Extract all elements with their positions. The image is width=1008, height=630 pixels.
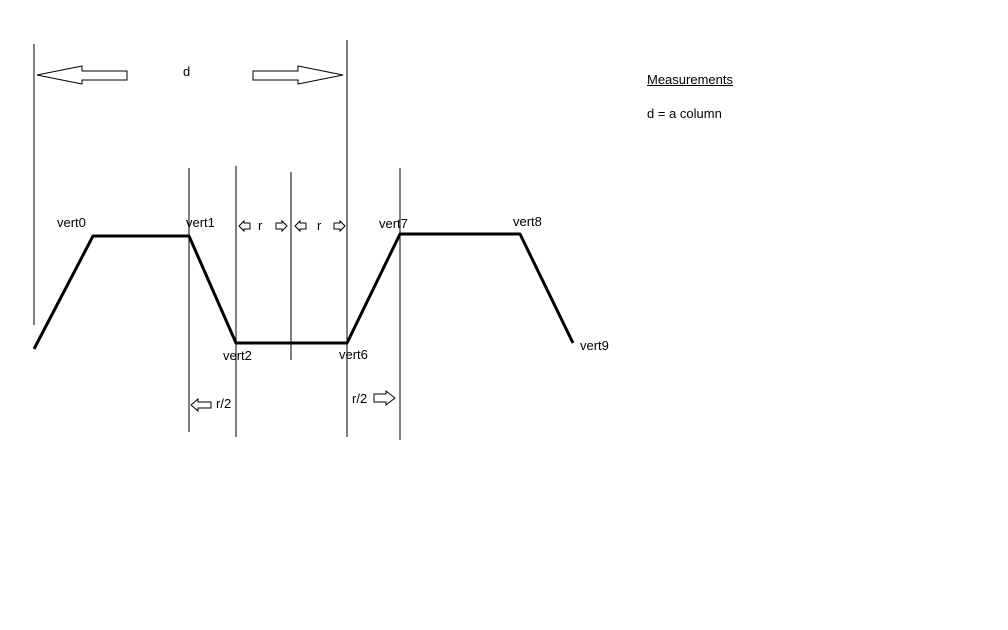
dimension-label-d: d: [183, 64, 190, 79]
half-arrow-left-icon: [190, 397, 212, 413]
legend-entry: d = a column: [647, 106, 722, 121]
measurements-legend: Measurements d = a column: [647, 72, 733, 121]
vertex-label-vert7: vert7: [379, 216, 408, 231]
arrow-left-icon: [36, 65, 128, 85]
small-arrow-right-icon: [275, 219, 288, 233]
spacing-label-r: r: [317, 218, 322, 233]
spacing-label-r: r: [258, 218, 263, 233]
vertex-label-vert0: vert0: [57, 215, 86, 230]
vertex-label-vert2: vert2: [223, 348, 252, 363]
half-spacing-label: r/2: [216, 396, 231, 411]
arrow-right-icon: [252, 65, 344, 85]
half-spacing-label: r/2: [352, 391, 367, 406]
vertex-label-vert6: vert6: [339, 347, 368, 362]
vertex-label-vert8: vert8: [513, 214, 542, 229]
legend-title: Measurements: [647, 72, 733, 87]
wave-profile-line: [32, 232, 575, 350]
small-arrow-right-icon: [333, 219, 346, 233]
vertex-label-vert9: vert9: [580, 338, 609, 353]
vertex-label-vert1: vert1: [186, 215, 215, 230]
small-arrow-left-icon: [294, 219, 307, 233]
half-arrow-right-icon: [373, 389, 396, 407]
small-arrow-left-icon: [238, 219, 251, 233]
